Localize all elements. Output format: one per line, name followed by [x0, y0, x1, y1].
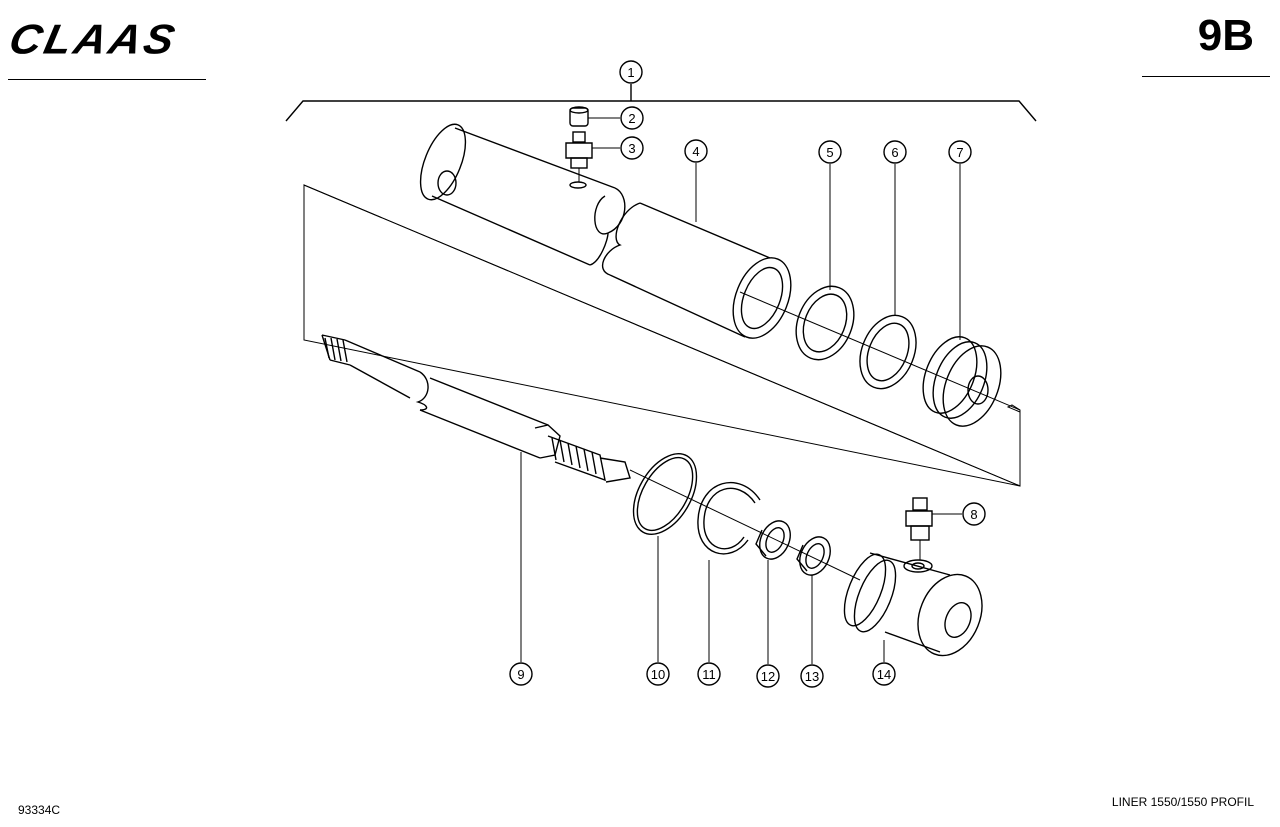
callout-3: 3: [620, 136, 644, 160]
callout-1-label: 1: [627, 65, 634, 80]
assembly-frame: [303, 184, 1021, 487]
assembly-bracket: [285, 84, 1037, 122]
page-code: 9B: [1197, 11, 1254, 60]
callout-1: 1: [619, 60, 643, 84]
seal-ring-5: [795, 285, 855, 361]
callout-12-label: 12: [761, 669, 775, 684]
wiper-seal-12: [755, 520, 791, 560]
callout-6-label: 6: [891, 145, 898, 160]
callout-8-label: 8: [970, 507, 977, 522]
callout-10: 10: [646, 662, 670, 686]
hydraulic-fitting-8: [905, 497, 933, 560]
callouts: 1 2 3 4 5 6 7 8 9 10 11 12 13 14: [509, 60, 986, 688]
header-rule-left: [8, 79, 206, 80]
document-number: 93334C: [18, 803, 61, 817]
callout-13-label: 13: [805, 669, 819, 684]
callout-5-label: 5: [826, 145, 833, 160]
callout-12: 12: [756, 664, 780, 688]
callout-7: 7: [948, 140, 972, 164]
circlip-11: [697, 481, 761, 555]
frame-lines: [303, 184, 1021, 487]
cylinder-barrel-left: [419, 123, 626, 266]
callout-14: 14: [872, 662, 896, 686]
cylinder-barrel-right: [601, 202, 792, 339]
upper-axis-line: [739, 291, 1021, 411]
grease-cap-2: [569, 106, 589, 127]
piston-head-7: [922, 336, 1002, 427]
cylinder-head-14: [843, 552, 983, 657]
callout-8: 8: [962, 502, 986, 526]
callout-5: 5: [818, 140, 842, 164]
callout-11-label: 11: [702, 667, 716, 682]
seal-ring-6: [859, 314, 917, 390]
callout-4-label: 4: [692, 144, 699, 159]
header-rule-right: [1142, 76, 1270, 77]
callout-7-label: 7: [956, 145, 963, 160]
callout-14-label: 14: [877, 667, 891, 682]
model-name: LINER 1550/1550 PROFIL: [1111, 795, 1254, 809]
fitting-3: [565, 131, 593, 182]
callout-10-label: 10: [651, 667, 665, 682]
callout-9: 9: [509, 662, 533, 686]
callout-13: 13: [800, 664, 824, 688]
callout-2: 2: [620, 106, 644, 130]
callout-11: 11: [697, 662, 721, 686]
callout-4: 4: [684, 139, 708, 163]
guide-ring-10: [632, 453, 698, 535]
rod-seal-13: [796, 536, 831, 576]
leader-lines: [520, 117, 962, 664]
callout-2-label: 2: [628, 111, 635, 126]
piston-rod-9: [321, 334, 631, 483]
callout-3-label: 3: [628, 141, 635, 156]
callout-6: 6: [883, 140, 907, 164]
callout-9-label: 9: [517, 667, 524, 682]
